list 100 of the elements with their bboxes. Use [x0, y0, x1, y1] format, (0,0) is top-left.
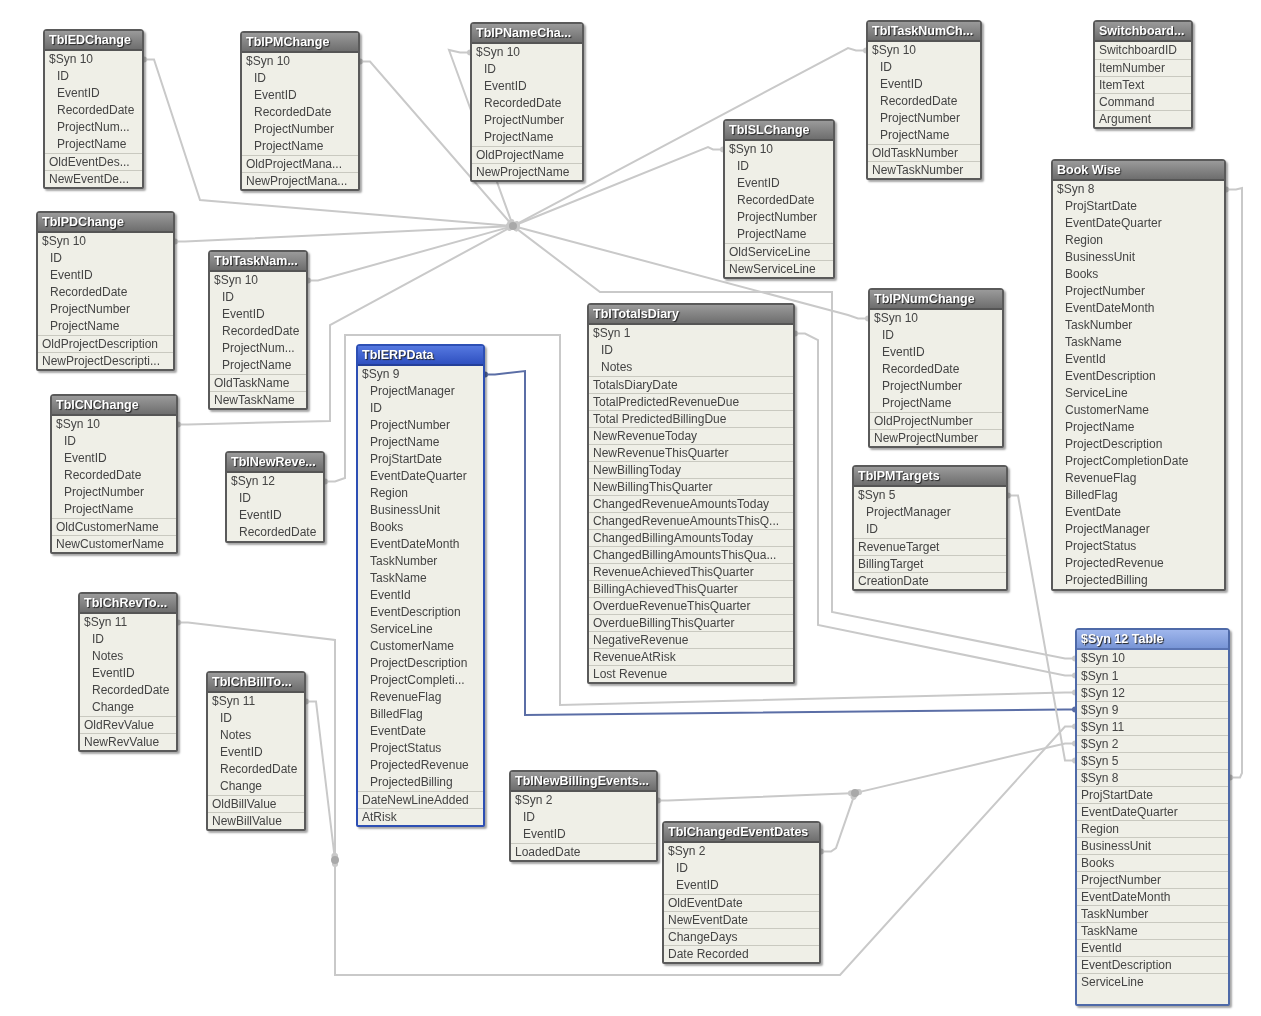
- table-card: [1093, 20, 1193, 129]
- field-name: ProjectName: [369, 434, 441, 451]
- field-name: $Syn 8: [1077, 769, 1228, 786]
- field-name: BilledFlag: [369, 706, 424, 723]
- field-name: ID: [219, 710, 233, 727]
- field-name: Total PredictedBillingDue: [589, 410, 793, 427]
- field-name: AtRisk: [358, 808, 483, 825]
- field-name: NewProjectMana...: [242, 172, 358, 189]
- field-name: TaskNumber: [1077, 905, 1228, 922]
- field-name: ID: [238, 490, 252, 507]
- field-name: $Syn 11: [83, 614, 129, 631]
- field-name: Change: [91, 699, 136, 716]
- field-name: NewTaskName: [210, 391, 306, 408]
- field-name: EventID: [91, 665, 136, 682]
- field-name: Date Recorded: [664, 945, 819, 962]
- field-name: $Syn 10: [1080, 650, 1127, 667]
- field-name: OldRevValue: [80, 716, 176, 733]
- field-name: NewServiceLine: [725, 260, 833, 277]
- field-name: ChangedBillingAmountsThisQua...: [589, 546, 793, 563]
- field-name: ProjectedRevenue: [369, 757, 470, 774]
- field-name: ProjectStatus: [369, 740, 443, 757]
- field-name: ProjStartDate: [369, 451, 444, 468]
- field-name: ID: [879, 59, 893, 76]
- field-name: Notes: [600, 359, 634, 376]
- field-name: ProjectName: [221, 357, 293, 374]
- field-name: NewRevenueThisQuarter: [589, 444, 793, 461]
- field-name: EventID: [221, 306, 266, 323]
- field-name: OldServiceLine: [725, 243, 833, 260]
- table-card: [1075, 628, 1230, 1006]
- table-title: TblNewReve...: [227, 453, 323, 473]
- field-name: NewEventDe...: [45, 170, 142, 187]
- field-name: ProjectedBilling: [369, 774, 454, 791]
- table-title: TblPNumChange: [870, 290, 1002, 310]
- field-name: OldEventDes...: [45, 153, 142, 170]
- table-card: [50, 394, 178, 554]
- table-card: [78, 592, 178, 752]
- field-name: ID: [221, 289, 235, 306]
- field-name: ChangedRevenueAmountsThisQ...: [589, 512, 793, 529]
- field-name: OldBillValue: [208, 795, 304, 812]
- field-name: RecordedDate: [881, 361, 961, 378]
- field-name: ProjectNumber: [49, 301, 132, 318]
- field-name: RecordedDate: [253, 104, 333, 121]
- field-name: EventID: [63, 450, 108, 467]
- field-name: NewCustomerName: [52, 535, 176, 552]
- field-name: ID: [865, 521, 879, 538]
- field-name: ProjectNum...: [221, 340, 296, 357]
- field-name: TotalsDiaryDate: [589, 376, 793, 393]
- field-name: EventID: [881, 344, 926, 361]
- field-name: ID: [49, 250, 63, 267]
- table-title: TblChangedEventDates: [664, 823, 819, 843]
- field-name: ID: [369, 400, 383, 417]
- field-name: $Syn 5: [857, 487, 897, 504]
- field-name: EventDescription: [1077, 956, 1228, 973]
- field-name: EventDateQuarter: [1077, 803, 1228, 820]
- field-name: EventID: [56, 85, 101, 102]
- field-name: ProjectName: [483, 129, 555, 146]
- field-name: RecordedDate: [221, 323, 301, 340]
- table-title: TblChBillTo...: [208, 673, 304, 693]
- field-name: RecordedDate: [63, 467, 143, 484]
- field-name: ProjectName: [56, 136, 128, 153]
- field-name: SwitchboardID: [1098, 42, 1179, 59]
- field-name: BilledFlag: [1064, 487, 1119, 504]
- field-name: OldProjectDescription: [38, 335, 173, 352]
- field-name: OldProjectMana...: [242, 155, 358, 172]
- field-name: CustomerName: [369, 638, 456, 655]
- field-name: NewBillingThisQuarter: [589, 478, 793, 495]
- field-name: EventID: [522, 826, 567, 843]
- table-card: [225, 451, 325, 543]
- field-name: EventID: [49, 267, 94, 284]
- field-name: OldProjectNumber: [870, 412, 1002, 429]
- field-name: RecordedDate: [219, 761, 299, 778]
- field-name: EventId: [369, 587, 412, 604]
- field-name: TaskName: [369, 570, 428, 587]
- table-title: Switchboard...: [1095, 22, 1191, 42]
- field-name: ID: [736, 158, 750, 175]
- field-name: ProjectName: [63, 501, 135, 518]
- field-name: NewBillValue: [208, 812, 304, 829]
- field-name: OldProjectName: [472, 146, 582, 163]
- field-name: ProjectNumber: [483, 112, 566, 129]
- field-name: NegativeRevenue: [589, 631, 793, 648]
- table-title: TblERPData: [358, 346, 483, 366]
- field-name: ID: [881, 327, 895, 344]
- field-name: ProjectStatus: [1064, 538, 1138, 555]
- field-name: ProjectDescription: [369, 655, 469, 672]
- field-name: ProjectCompleti...: [369, 672, 466, 689]
- field-name: ProjectNumber: [63, 484, 146, 501]
- table-title: TblChRevTo...: [80, 594, 176, 614]
- field-name: $Syn 9: [361, 366, 401, 383]
- field-name: $Syn 9: [1077, 701, 1228, 718]
- table-title: $Syn 12 Table: [1077, 630, 1228, 650]
- field-name: Books: [1064, 266, 1100, 283]
- field-name: ID: [63, 433, 77, 450]
- field-name: ProjectNumber: [1064, 283, 1147, 300]
- field-name: ServiceLine: [1077, 973, 1228, 990]
- field-name: EventDateMonth: [1064, 300, 1156, 317]
- table-card: [470, 22, 584, 182]
- field-name: Change: [219, 778, 264, 795]
- field-name: TaskName: [1064, 334, 1123, 351]
- table-title: TblPDChange: [38, 213, 173, 233]
- field-name: LoadedDate: [511, 843, 656, 860]
